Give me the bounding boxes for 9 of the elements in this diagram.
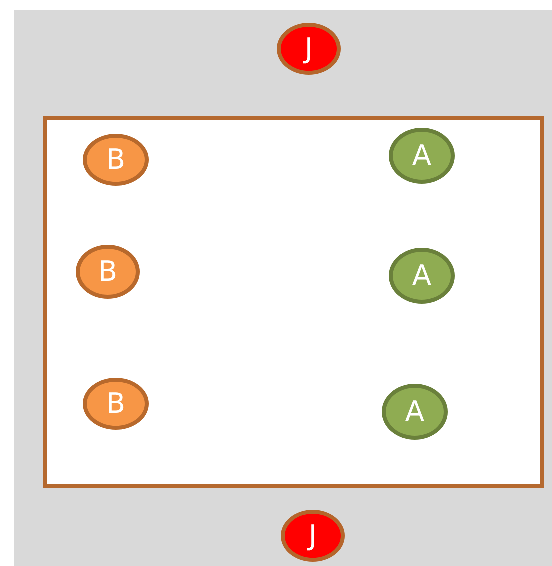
node-letter: B [106, 390, 126, 418]
node-letter: B [106, 146, 126, 174]
node-letter: A [405, 398, 425, 426]
node-letter: B [98, 258, 118, 286]
node-letter: A [412, 262, 432, 290]
node-letter: A [412, 142, 432, 170]
node-letter: J [304, 35, 314, 63]
node-letter: J [308, 522, 318, 550]
frame-box [43, 116, 544, 488]
